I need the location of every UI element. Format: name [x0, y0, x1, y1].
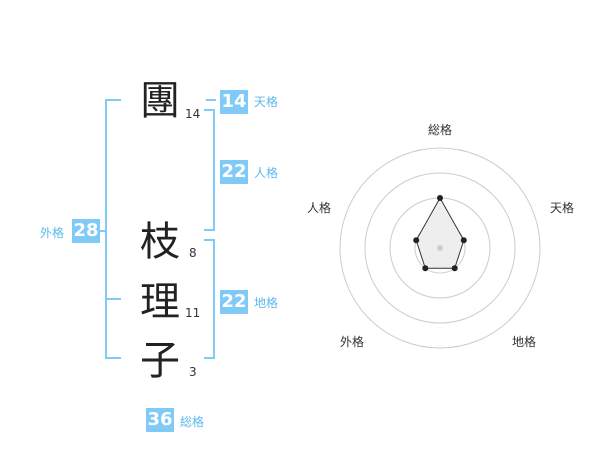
given-char-2: 理: [140, 279, 180, 325]
gaikaku-label: 外格: [40, 226, 65, 240]
radar-point-4: [422, 265, 429, 272]
radar-polygon: [415, 196, 465, 269]
radar-label-jinkaku: 人格: [307, 201, 332, 215]
radar-chart: [339, 147, 541, 349]
jinkaku-value: 22: [220, 160, 248, 184]
radar-center: [437, 245, 443, 251]
chikaku-value: 22: [220, 290, 248, 314]
radar-ring-3: [364, 172, 516, 324]
radar-ring-4: [339, 147, 541, 349]
jinkaku-label: 人格: [254, 166, 279, 180]
given-char-1-strokes: 8: [189, 246, 197, 260]
given-char-1: 枝: [140, 219, 180, 265]
radar-point-3: [451, 265, 458, 272]
soukaku-label: 総格: [180, 415, 205, 429]
family-char-1-strokes: 14: [185, 107, 201, 121]
family-char-1: 團: [140, 78, 180, 124]
radar-label-tenkaku: 天格: [550, 201, 575, 215]
radar-label-chikaku: 地格: [512, 335, 537, 349]
radar-point-5: [413, 237, 420, 244]
jinkaku-bracket: [204, 109, 215, 231]
tenkaku-value: 14: [220, 90, 248, 114]
radar-point-1: [437, 195, 443, 201]
given-char-3: 子: [140, 338, 180, 384]
gaikaku-bracket: [105, 99, 121, 359]
radar-label-gaikaku: 外格: [340, 335, 365, 349]
radar-label-soukaku: 総格: [428, 123, 453, 137]
soukaku-value: 36: [146, 408, 174, 432]
radar-point-2: [460, 237, 467, 244]
given-char-2-strokes: 11: [185, 306, 201, 320]
given-char-3-strokes: 3: [189, 365, 197, 379]
chikaku-label: 地格: [254, 296, 279, 310]
gaikaku-value: 28: [72, 219, 100, 243]
tenkaku-label: 天格: [254, 95, 279, 109]
chikaku-bracket: [204, 239, 215, 359]
